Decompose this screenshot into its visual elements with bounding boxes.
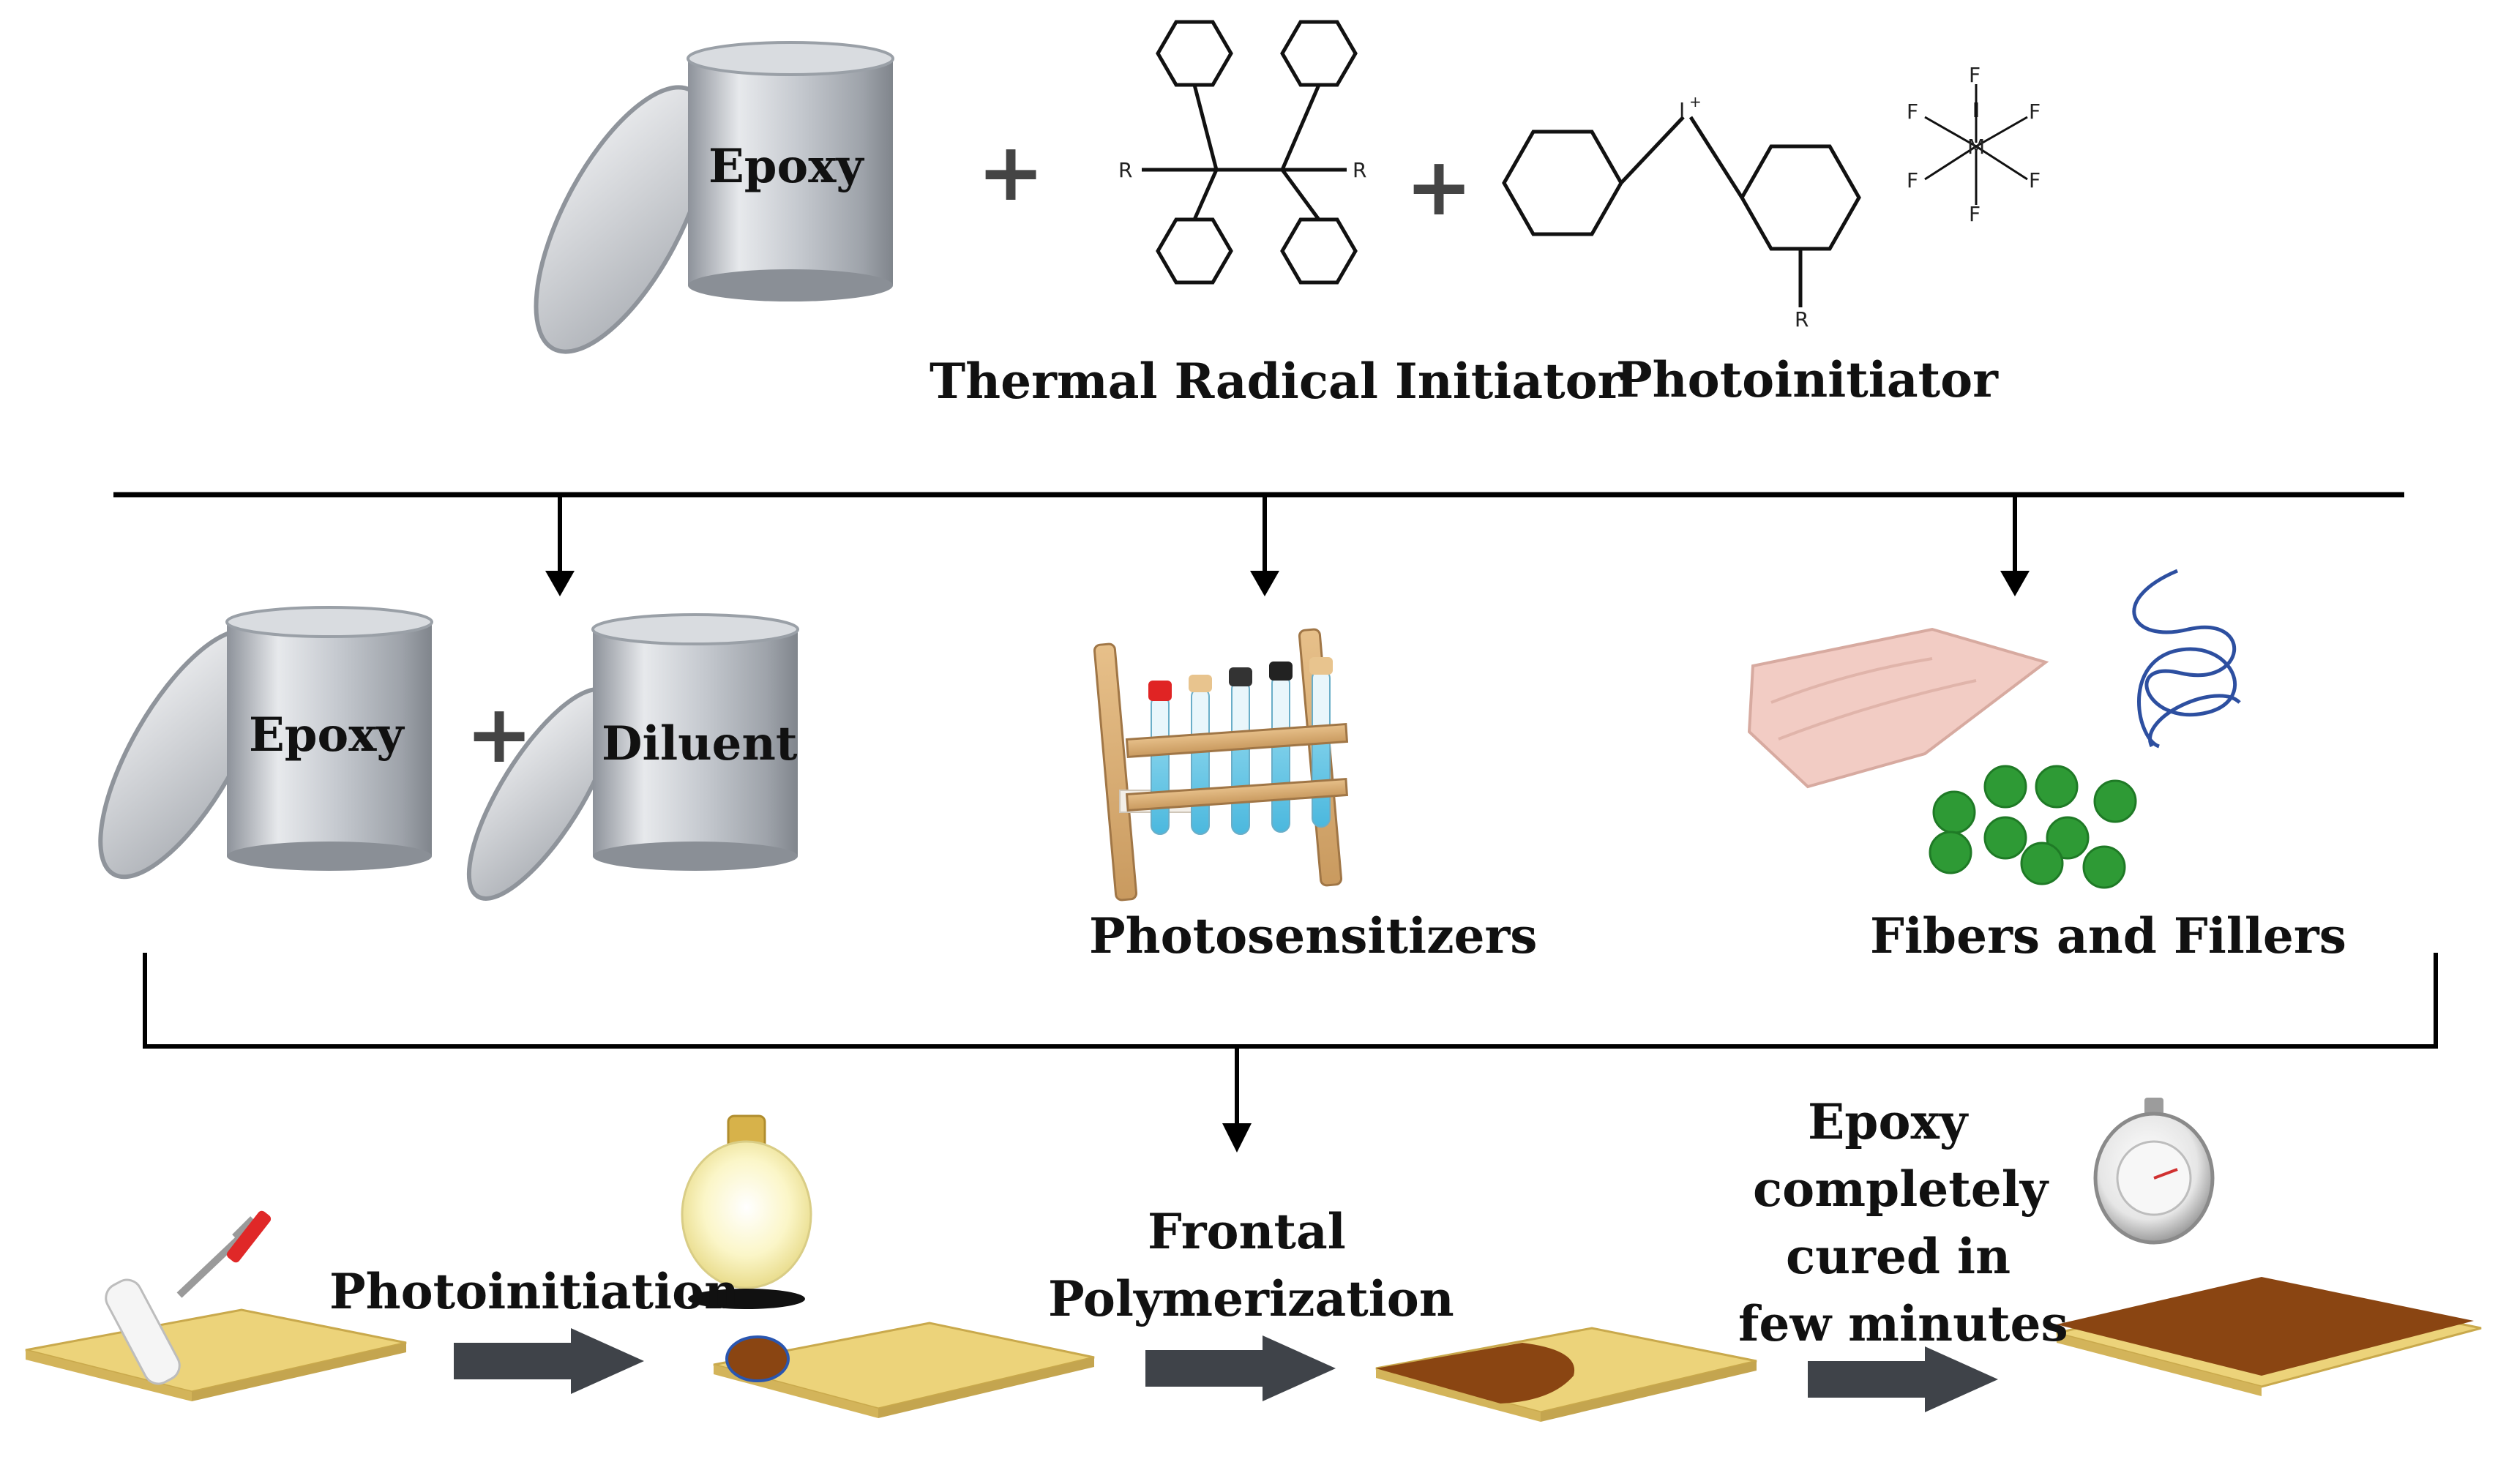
photoinitiation-label: Photoinitiation	[329, 1263, 740, 1320]
down-arrow-right	[2000, 495, 2030, 596]
polymerization-label: Polymerization	[1048, 1270, 1454, 1327]
cured-sheet-4	[2056, 1277, 2482, 1396]
stopwatch-icon	[2093, 1098, 2215, 1245]
r-group-photo: R	[1795, 307, 1809, 331]
plus-sign-2: +	[1405, 140, 1473, 233]
photoinitiator-label: Photoinitiator	[1616, 351, 1998, 408]
frontal-label: Frontal	[1148, 1203, 1346, 1260]
process-arrow-3	[1808, 1346, 1998, 1412]
fluorine-3: F	[1907, 100, 1918, 124]
r-group-left: R	[1118, 158, 1132, 182]
iodine-charge: +	[1689, 93, 1702, 110]
r-group-right: R	[1353, 158, 1366, 182]
uncured-sheet-2	[713, 1322, 1095, 1418]
fluorine-4: F	[2029, 100, 2041, 124]
curing-sheet-3	[1375, 1327, 1757, 1422]
epoxy-can-middle-icon	[98, 606, 433, 880]
photosensitizers-label: Photosensitizers	[1089, 907, 1538, 964]
iodine-atom: I	[1679, 98, 1685, 122]
cured-label-line2: completely	[1753, 1161, 2049, 1218]
process-arrow-2	[1145, 1335, 1336, 1401]
fluorine-1: F	[1969, 63, 1981, 87]
merge-down-arrow	[1222, 1123, 1252, 1153]
cured-label-line3: cured in	[1786, 1228, 2011, 1285]
down-arrow-center	[1250, 495, 1279, 596]
down-arrow-left	[545, 495, 575, 596]
epoxy-label-top: Epoxy	[708, 139, 864, 194]
thermal-initiator-label: Thermal Radical Initiator	[930, 353, 1623, 410]
process-arrow-1	[454, 1328, 644, 1394]
uncured-sheet-1	[25, 1308, 407, 1401]
merge-bracket	[143, 953, 2438, 1131]
epoxy-label-middle: Epoxy	[249, 708, 404, 762]
fiber-strand-icon	[2132, 569, 2241, 749]
paint-roller-icon	[105, 1210, 272, 1385]
central-metal-atom: M	[1967, 135, 1985, 159]
fluorine-5: F	[1907, 168, 1918, 192]
plus-sign-middle: +	[465, 687, 534, 781]
test-tube-rack-icon	[1093, 628, 1349, 902]
filler-particles-icon	[1929, 765, 2137, 889]
diluent-can-icon	[466, 613, 799, 901]
diluent-label: Diluent	[602, 716, 798, 771]
photoinitiator-structure	[1502, 102, 1978, 307]
cured-label-line4: few minutes	[1738, 1295, 2068, 1352]
fiber-fabric-icon	[1747, 627, 2049, 789]
light-bulb-icon	[681, 1114, 812, 1309]
cured-label-line1: Epoxy	[1808, 1093, 1968, 1150]
fluorine-2: F	[1969, 202, 1981, 226]
epoxy-can-icon	[534, 41, 894, 354]
hexafluoro-anion-structure	[1924, 84, 2028, 205]
fluorine-6: F	[2029, 168, 2041, 192]
thermal-initiator-structure	[1142, 20, 1358, 285]
fibers-fillers-label: Fibers and Fillers	[1870, 907, 2346, 964]
plus-sign-1: +	[977, 125, 1045, 219]
